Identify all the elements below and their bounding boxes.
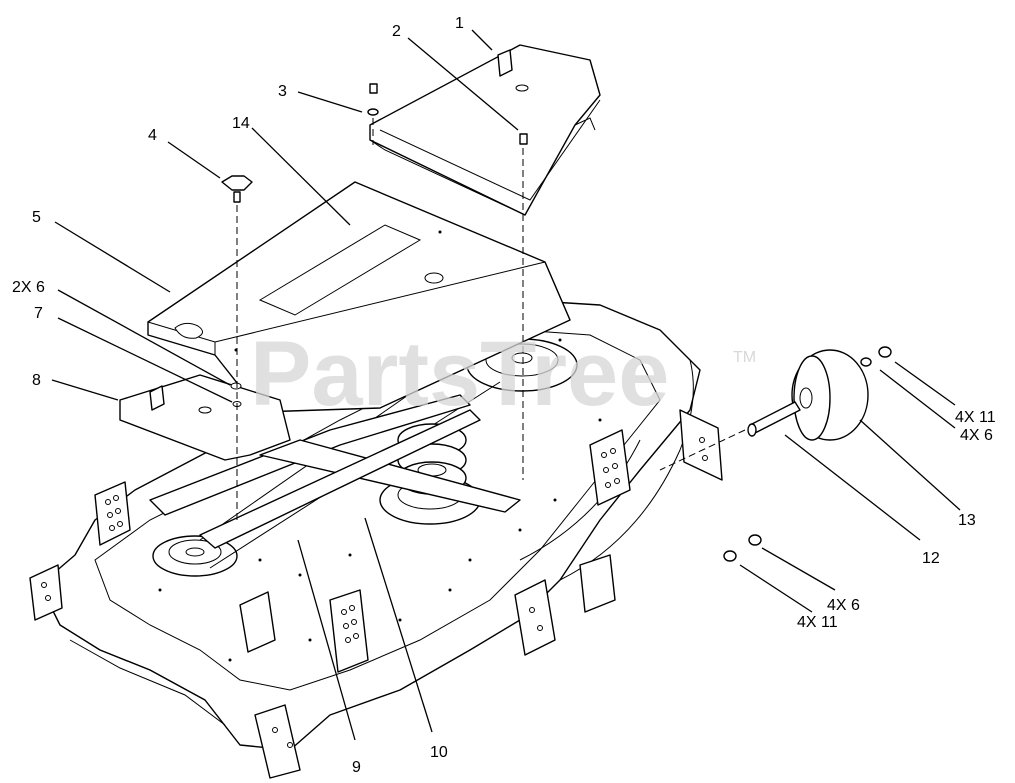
knob [221, 175, 253, 203]
leader-lines [51, 29, 961, 741]
callout-5: 5 [32, 209, 41, 226]
callout-2: 2 [392, 23, 401, 40]
watermark-trademark: TM [733, 349, 756, 366]
belt-cover [147, 181, 571, 413]
callout-3: 3 [278, 83, 287, 100]
callout-4x11-upper: 4X 11 [955, 409, 996, 426]
deck-bracket-front [239, 589, 369, 779]
mower-deck [29, 294, 723, 779]
callout-12: 12 [922, 550, 940, 567]
callout-7: 7 [34, 305, 43, 322]
callout-labels: 1 2 3 4 14 5 2X 6 7 8 4X 11 4X 6 13 12 4… [12, 15, 996, 776]
callout-4x6-lower: 4X 6 [827, 597, 860, 614]
callout-1: 1 [455, 15, 464, 32]
anti-scalp-wheel [791, 349, 869, 441]
callout-9: 9 [352, 759, 361, 776]
callout-4: 4 [148, 127, 157, 144]
callout-14: 14 [232, 115, 250, 132]
axle-shaft [747, 401, 801, 437]
wheel-hardware [723, 346, 892, 562]
deck-bracket-right [514, 409, 723, 656]
side-bracket [119, 374, 291, 461]
callout-10: 10 [430, 744, 448, 761]
callout-4x11-lower: 4X 11 [797, 614, 838, 631]
top-shield [369, 44, 601, 216]
partstree-watermark: PartsTree TM [250, 323, 756, 425]
assembly-lines [236, 118, 746, 520]
bolt-2 [519, 133, 528, 145]
callout-8: 8 [32, 372, 41, 389]
callout-4x6-upper: 4X 6 [960, 427, 993, 444]
deck-bracket-left [29, 481, 131, 621]
watermark-brand: PartsTree [250, 323, 669, 425]
callout-13: 13 [958, 512, 976, 529]
bolt-3 [367, 83, 379, 116]
callout-2x6: 2X 6 [12, 279, 45, 296]
